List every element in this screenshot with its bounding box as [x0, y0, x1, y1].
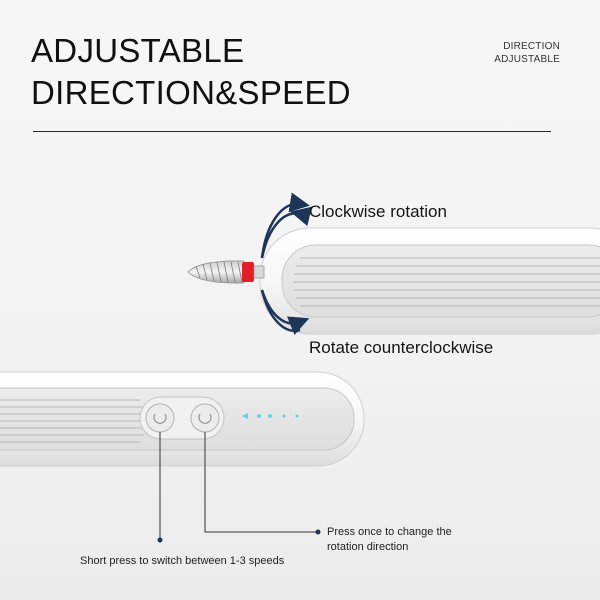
corner-label-line-1: DIRECTION — [503, 41, 560, 52]
drill-pen-upper — [259, 227, 600, 335]
drill-pen-lower — [0, 371, 365, 467]
title-line-1: ADJUSTABLE — [31, 32, 245, 69]
drill-bit — [187, 260, 265, 284]
page-title: ADJUSTABLE DIRECTION&SPEED — [31, 30, 351, 114]
corner-label-line-2: ADJUSTABLE — [494, 54, 560, 65]
rotation-arrow-icon — [260, 192, 313, 336]
direction-note-line-1: Press once to change the — [327, 526, 452, 538]
title-line-2: DIRECTION&SPEED — [31, 74, 351, 111]
clockwise-callout: Clockwise rotation — [309, 202, 447, 221]
power-button-icon[interactable] — [145, 403, 175, 433]
direction-note-line-2: rotation direction — [327, 541, 409, 553]
speed-note: Short press to switch between 1-3 speeds — [80, 555, 285, 567]
red-collar — [242, 262, 254, 282]
leader-lines — [159, 432, 318, 540]
direction-note: Press once to change the rotation direct… — [327, 525, 452, 555]
speed-led-icon — [242, 413, 299, 419]
header-divider — [33, 131, 551, 132]
counterclockwise-callout: Rotate counterclockwise — [309, 338, 494, 357]
speed-pointer-dot — [157, 537, 163, 543]
corner-label: DIRECTION ADJUSTABLE — [494, 40, 560, 66]
direction-button-icon[interactable] — [190, 403, 220, 433]
direction-pointer-dot — [315, 529, 321, 535]
